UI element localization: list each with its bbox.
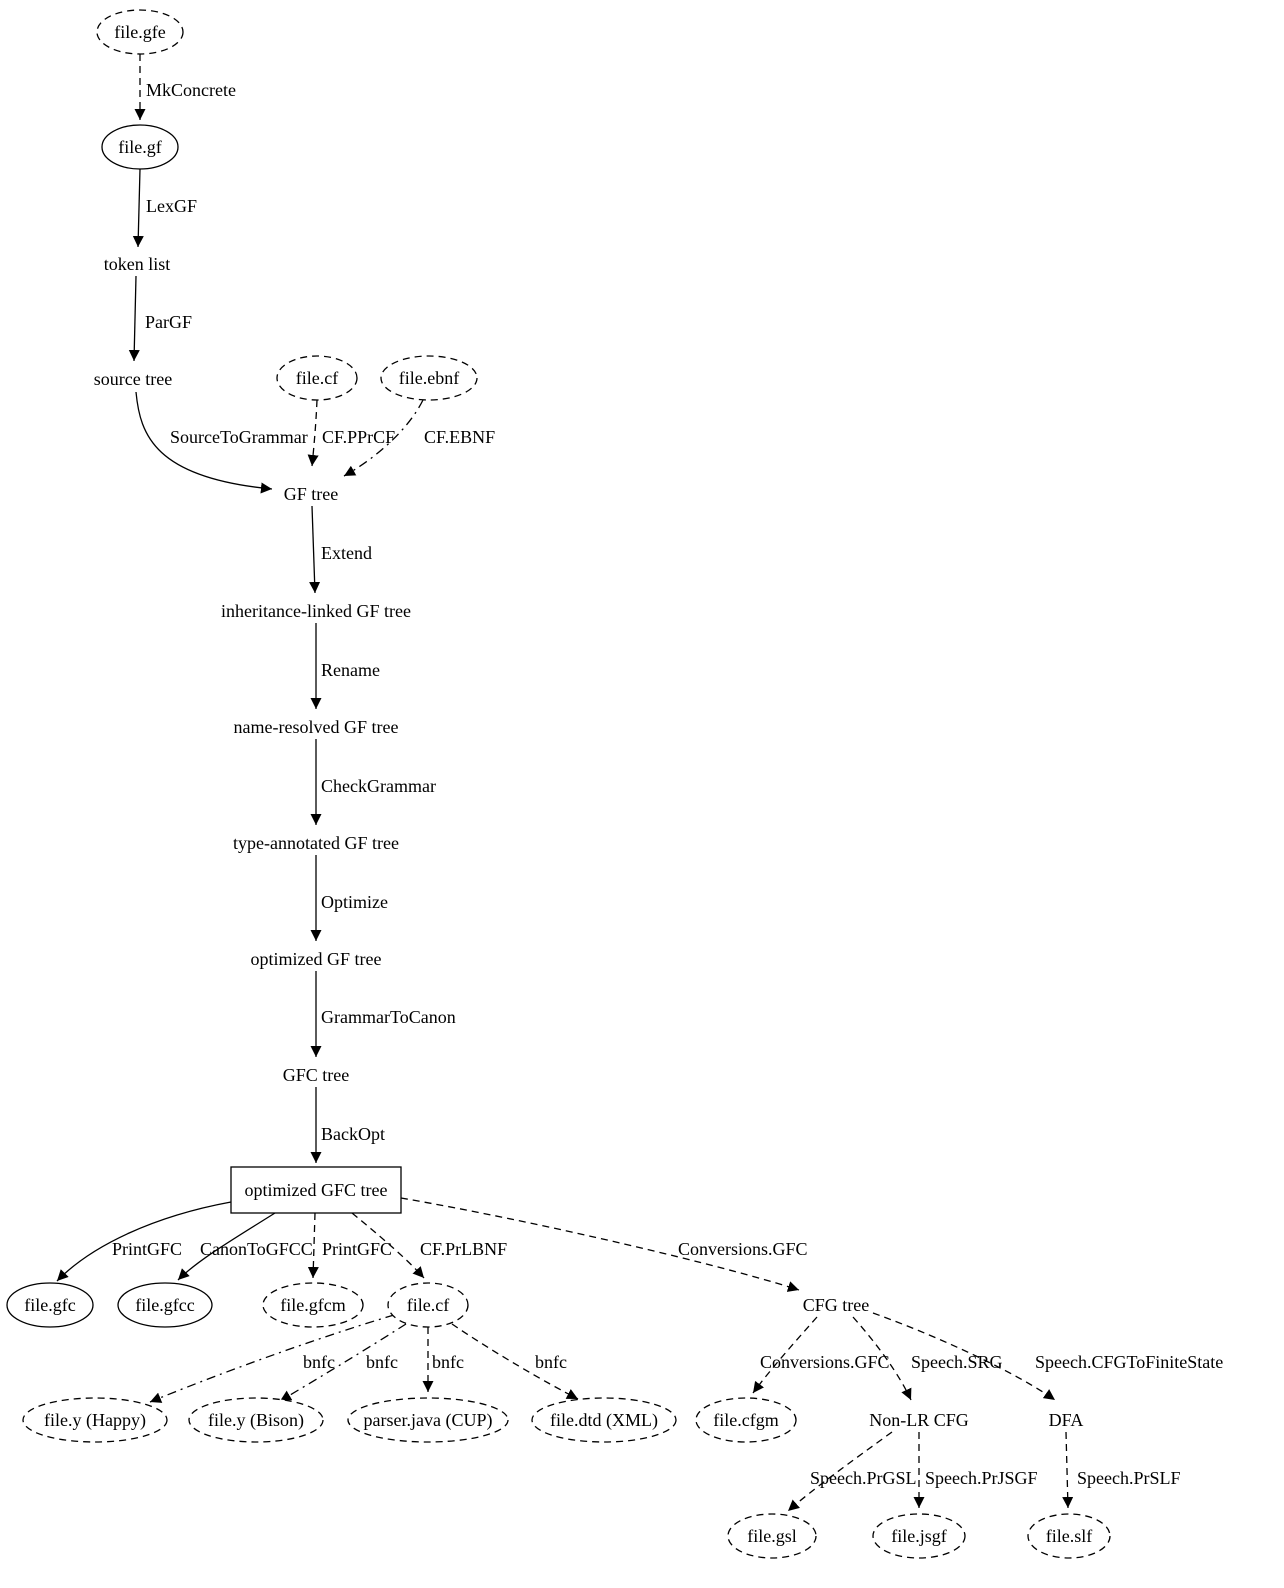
- node-optimized-gf-label: optimized GF tree: [251, 949, 382, 969]
- node-gf-tree-label: GF tree: [284, 484, 338, 504]
- node-non-lr-cfg-label: Non-LR CFG: [869, 1410, 969, 1430]
- edge-bnfc-bison: [279, 1323, 407, 1402]
- node-name-resolved-label: name-resolved GF tree: [234, 717, 399, 737]
- edge-label-cf-pprcf: CF.PPrCF: [322, 427, 395, 447]
- edge-cf-ebnf: [343, 399, 424, 477]
- edge-bnfc-xml: [451, 1323, 579, 1400]
- edge-label-conversions-gfc-1: Conversions.GFC: [678, 1239, 808, 1259]
- node-file-cf-top-label: file.cf: [296, 368, 338, 388]
- edge-sourcetogrammar: [135, 391, 273, 494]
- node-token-list-label: token list: [104, 254, 171, 274]
- node-file-cf-bottom-shape: [387, 1282, 469, 1328]
- node-type-annotated-label: type-annotated GF tree: [233, 833, 399, 853]
- edge-cf-pprcf: [307, 399, 319, 467]
- edge-label-rename: Rename: [321, 660, 380, 680]
- edge-speech-srg: [852, 1316, 912, 1401]
- node-file-dtd-label: file.dtd (XML): [550, 1410, 658, 1431]
- edge-label-bnfc-happy: bnfc: [303, 1352, 335, 1372]
- edge-label-bnfc-cup: bnfc: [432, 1352, 464, 1372]
- node-gfc-tree-label: GFC tree: [283, 1065, 350, 1085]
- node-file-gfc-label: file.gfc: [24, 1295, 75, 1315]
- node-file-gfcc-shape: [117, 1282, 213, 1328]
- node-file-slf-label: file.slf: [1046, 1526, 1093, 1546]
- edge-label-canontogfcc: CanonToGFCC: [200, 1239, 313, 1259]
- edge-pargf: [128, 275, 140, 362]
- node-file-jsgf-shape: [872, 1513, 966, 1559]
- node-optimized-gfc-shape: [230, 1166, 402, 1214]
- edge-printgfc-2: [307, 1212, 319, 1279]
- node-file-gfcm-label: file.gfcm: [280, 1295, 345, 1315]
- node-file-ebnf-label: file.ebnf: [399, 368, 459, 388]
- node-cfg-tree-label: CFG tree: [803, 1295, 870, 1315]
- edge-label-conversions-gfc-2: Conversions.GFC: [760, 1352, 890, 1372]
- edge-label-cf-prlbnf: CF.PrLBNF: [420, 1239, 507, 1259]
- node-file-gfcc-label: file.gfcc: [135, 1295, 194, 1315]
- node-file-cfgm-label: file.cfgm: [713, 1410, 778, 1430]
- edge-speech-cfgtofinitestate: [872, 1312, 1056, 1401]
- edge-label-speech-cfgtofinitestate: Speech.CFGToFiniteState: [1035, 1352, 1223, 1372]
- node-file-slf-shape: [1027, 1513, 1111, 1559]
- node-file-jsgf-label: file.jsgf: [891, 1526, 947, 1546]
- node-file-y-bison-shape: [188, 1397, 324, 1443]
- node-file-cf-bottom-label: file.cf: [407, 1295, 449, 1315]
- edge-label-mkconcrete: MkConcrete: [146, 80, 236, 100]
- edge-label-cf-ebnf: CF.EBNF: [424, 427, 495, 447]
- node-file-y-happy-shape: [22, 1397, 168, 1443]
- edge-label-speech-srg: Speech.SRG: [911, 1352, 1003, 1372]
- node-layer: file.gfe file.gf token list source tree …: [6, 9, 1111, 1559]
- edge-label-lexgf: LexGF: [146, 196, 197, 216]
- edge-layer: [56, 54, 1074, 1512]
- edge-label-optimize: Optimize: [321, 892, 388, 912]
- node-optimized-gfc-label: optimized GFC tree: [245, 1180, 388, 1200]
- edge-label-backopt: BackOpt: [321, 1124, 385, 1144]
- edge-speech-prslf: [1062, 1431, 1074, 1509]
- edge-label-extend: Extend: [321, 543, 372, 563]
- edge-label-bnfc-xml: bnfc: [535, 1352, 567, 1372]
- node-file-gf-shape: [101, 124, 179, 170]
- edge-label-checkgrammar: CheckGrammar: [321, 776, 436, 796]
- node-file-gfe-shape: [96, 9, 184, 55]
- edge-speech-prgsl: [787, 1431, 893, 1512]
- edge-cf-prlbnf: [351, 1212, 425, 1279]
- node-file-y-bison-label: file.y (Bison): [208, 1410, 304, 1431]
- node-source-tree-label: source tree: [94, 369, 172, 389]
- edge-canontogfcc: [177, 1212, 276, 1281]
- edge-label-speech-prslf: Speech.PrSLF: [1077, 1468, 1181, 1488]
- edge-printgfc-1: [56, 1201, 232, 1282]
- node-file-ebnf-shape: [380, 355, 478, 401]
- node-file-cfgm-shape: [695, 1397, 797, 1443]
- node-file-dtd-shape: [531, 1397, 677, 1443]
- edge-label-bnfc-bison: bnfc: [366, 1352, 398, 1372]
- edge-label-printgfc-1: PrintGFC: [112, 1239, 182, 1259]
- node-parser-java-shape: [347, 1397, 509, 1443]
- edge-bnfc-happy: [149, 1314, 395, 1403]
- edge-label-speech-prgsl: Speech.PrGSL: [810, 1468, 917, 1488]
- edge-conversions-gfc-2: [752, 1316, 818, 1394]
- node-file-gsl-shape: [727, 1513, 817, 1559]
- edge-label-speech-prjsgf: Speech.PrJSGF: [925, 1468, 1038, 1488]
- node-inheritance-linked-label: inheritance-linked GF tree: [221, 601, 411, 621]
- node-file-gsl-label: file.gsl: [747, 1526, 797, 1546]
- edge-label-grammartocanon: GrammarToCanon: [321, 1007, 456, 1027]
- edge-label-sourcetogrammar: SourceToGrammar: [170, 427, 308, 447]
- edge-lexgf: [132, 168, 144, 248]
- edge-extend: [309, 505, 321, 594]
- node-file-gfe-label: file.gfe: [114, 22, 165, 42]
- node-file-gfcm-shape: [262, 1282, 364, 1328]
- node-file-gf-label: file.gf: [118, 137, 161, 157]
- node-file-y-happy-label: file.y (Happy): [44, 1410, 146, 1431]
- edge-label-pargf: ParGF: [145, 312, 192, 332]
- edge-conversions-gfc-1: [400, 1197, 800, 1292]
- node-parser-java-label: parser.java (CUP): [364, 1410, 493, 1431]
- node-file-gfc-shape: [6, 1282, 94, 1328]
- node-dfa-label: DFA: [1049, 1410, 1084, 1430]
- edge-label-layer: MkConcrete LexGF ParGF SourceToGrammar C…: [112, 80, 1223, 1488]
- edge-label-printgfc-2: PrintGFC: [322, 1239, 392, 1259]
- node-file-cf-top-shape: [276, 355, 358, 401]
